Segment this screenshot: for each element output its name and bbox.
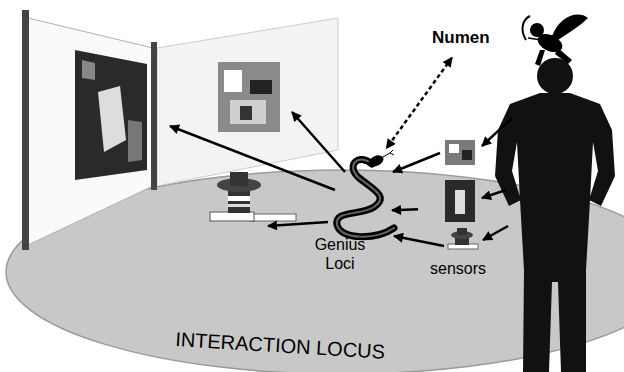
cupid-figure-part (523, 16, 530, 40)
sensor-icons-part (445, 180, 475, 222)
cupid-figure (523, 15, 588, 66)
wall-painting-part (98, 86, 126, 152)
gallery-walls-part (157, 18, 338, 186)
node-label: Genius Loci (309, 236, 371, 273)
flow-arrows-part (482, 118, 512, 146)
wall-painting-part (75, 50, 147, 180)
flow-arrows-part (393, 153, 440, 172)
node-label: Numen (428, 26, 500, 50)
wall-painting (75, 50, 147, 180)
sensor-icons-part (462, 150, 472, 160)
cupid-figure-part (528, 38, 542, 40)
wall-painting-part (128, 120, 142, 162)
flow-arrows-part (292, 112, 345, 172)
sensor-icons-part (445, 140, 475, 165)
cupid-figure-part (555, 48, 572, 64)
actuator-figure-part (210, 212, 254, 221)
dashed-connector (386, 58, 452, 149)
gallery-walls-part (22, 10, 29, 250)
node-label: sensors (420, 260, 496, 278)
floor-ellipse (6, 170, 624, 372)
wall-painting-part (250, 80, 272, 94)
wall-painting-part (224, 70, 242, 92)
wall-painting-part (230, 100, 266, 124)
arrow-connector (392, 209, 418, 210)
actuator-figure-part (228, 196, 250, 201)
actuator-figure-part (230, 172, 248, 186)
genius-loci: Genius Loci (290, 150, 390, 275)
sensor-icons-part (457, 228, 467, 235)
gallery-walls-part (151, 42, 157, 190)
snake-figure-part (383, 150, 394, 157)
snake-figure-part (367, 153, 386, 169)
actuator-figure-part (250, 214, 296, 221)
wall-painting-part (82, 60, 95, 80)
sensor-icons-part (449, 144, 459, 153)
cupid-figure-part (552, 15, 588, 40)
sensors-group: sensors (420, 135, 496, 280)
sensor-icons-part (455, 190, 465, 214)
actuator-figure-part (228, 204, 250, 207)
wall-painting (218, 62, 280, 132)
wall-painting-part (240, 106, 252, 120)
cupid-figure-part (535, 50, 545, 66)
numen-label: Numen (428, 26, 500, 56)
wall-painting-part (218, 62, 280, 132)
